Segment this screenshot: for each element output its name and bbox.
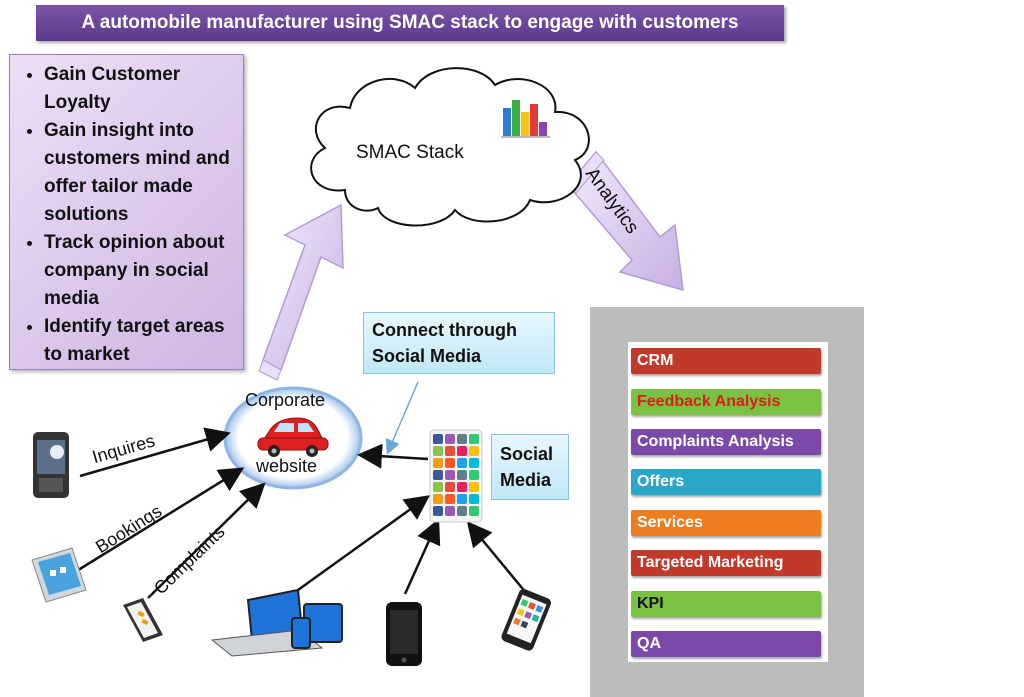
app-tile-icon <box>469 494 479 504</box>
app-tile-icon <box>469 506 479 516</box>
goals-box: Gain Customer Loyalty Gain insight into … <box>9 54 244 370</box>
analytics-item-feedback: Feedback Analysis <box>631 389 821 415</box>
app-tile-icon <box>457 470 467 480</box>
bookings-arrow <box>74 467 245 574</box>
app-tile-icon <box>445 494 455 504</box>
car-icon <box>257 417 329 457</box>
connect-social-box: Connect through Social Media <box>363 312 555 374</box>
app-tile-icon <box>457 494 467 504</box>
goal-item: Track opinion about company in social me… <box>44 229 243 313</box>
app-tile-icon <box>469 446 479 456</box>
app-tile-icon <box>445 434 455 444</box>
corporate-label-line1: Corporate <box>245 390 326 410</box>
complaints-arrow <box>147 482 266 599</box>
app-tile-icon <box>457 482 467 492</box>
app-tile-icon <box>469 434 479 444</box>
app-tile-icon <box>457 458 467 468</box>
app-tile-icon <box>469 482 479 492</box>
smartphone-icon <box>501 589 551 651</box>
analytics-item-complaints: Complaints Analysis <box>631 429 821 455</box>
handheld-icon <box>123 598 163 642</box>
app-tile-icon <box>445 470 455 480</box>
laptop-devices-icon <box>210 588 343 657</box>
corporate-label-line2: website <box>256 456 318 476</box>
app-tile-icon <box>457 446 467 456</box>
app-tile-icon <box>457 506 467 516</box>
title-banner: A automobile manufacturer using SMAC sta… <box>36 5 784 41</box>
analytics-item-offers: Offers <box>631 469 821 495</box>
smartphone-arrow <box>466 521 528 595</box>
goals-list: Gain Customer Loyalty Gain insight into … <box>10 61 243 369</box>
goal-item: Gain Customer Loyalty <box>44 61 243 117</box>
title-text: A automobile manufacturer using SMAC sta… <box>81 12 739 33</box>
app-tile-icon <box>433 494 443 504</box>
cloud-label: SMAC Stack <box>356 142 464 163</box>
analytics-item-targeted-marketing: Targeted Marketing <box>631 550 821 576</box>
black-phone-icon <box>386 602 422 666</box>
app-tile-icon <box>433 458 443 468</box>
app-tile-icon <box>445 506 455 516</box>
app-tile-icon <box>445 458 455 468</box>
tablet-icon <box>31 547 87 603</box>
goal-item: Gain insight into customers mind and off… <box>44 117 243 229</box>
social-to-corporate-arrow <box>357 443 429 469</box>
up-arrow <box>258 203 344 381</box>
app-tile-icon <box>469 458 479 468</box>
app-tile-icon <box>433 446 443 456</box>
app-tile-icon <box>433 506 443 516</box>
app-tile-icon <box>433 434 443 444</box>
mobile-phone-icon <box>33 432 69 498</box>
connect-pointer-arrow <box>385 381 419 455</box>
app-tile-icon <box>469 470 479 480</box>
app-tile-icon <box>457 434 467 444</box>
analytics-arrow <box>567 150 684 292</box>
bar-chart-icon <box>501 100 550 138</box>
analytics-item-services: Services <box>631 510 821 536</box>
phone-arrow <box>403 518 441 595</box>
social-label: Social Media <box>500 444 554 490</box>
analytics-item-qa: QA <box>631 631 821 657</box>
app-tile-icon <box>433 470 443 480</box>
app-tile-icon <box>433 482 443 492</box>
connect-label: Connect through Social Media <box>372 320 517 366</box>
analytics-item-crm: CRM <box>631 348 821 374</box>
laptop-arrow <box>297 495 431 592</box>
analytics-item-kpi: KPI <box>631 591 821 617</box>
app-tile-icon <box>445 446 455 456</box>
social-media-box: Social Media <box>491 434 569 500</box>
inquires-arrow <box>79 427 231 478</box>
goal-item: Identify target areas to market <box>44 313 243 369</box>
social-apps-icon <box>429 429 483 523</box>
app-tile-icon <box>445 482 455 492</box>
